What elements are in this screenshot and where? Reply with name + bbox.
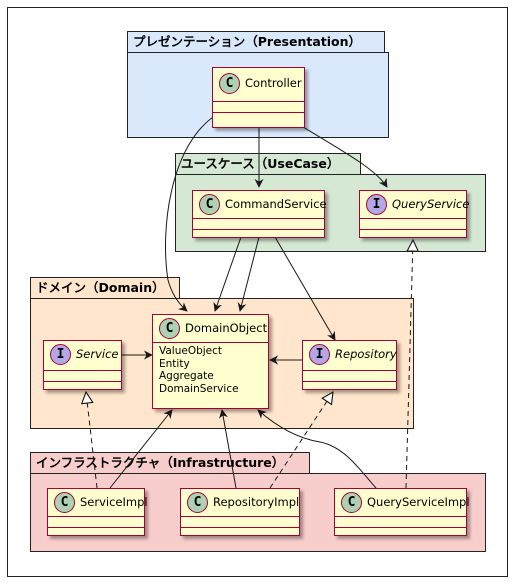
edge-serviceimpl-implements-service <box>86 392 98 489</box>
interface-circle-icon: I <box>309 343 330 365</box>
class-name: ServiceImpl <box>80 495 148 509</box>
class-serviceimpl[interactable]: C ServiceImpl <box>47 488 148 536</box>
interface-service[interactable]: I Service <box>43 340 122 390</box>
interface-circle-icon: I <box>366 193 387 215</box>
interface-name: Repository <box>335 347 397 361</box>
class-name: DomainObject <box>185 321 268 335</box>
edge-queryserviceimpl-domainobject <box>257 409 377 489</box>
edge-commandservice-domainobject-2 <box>237 236 260 312</box>
class-repositoryimpl[interactable]: C RepositoryImpl <box>180 488 300 536</box>
class-circle-icon: C <box>54 491 75 513</box>
class-commandservice[interactable]: C CommandService <box>192 190 327 238</box>
interface-name: Service <box>76 347 119 361</box>
attribute: Entity <box>159 357 190 370</box>
class-name: QueryServiceImpl <box>367 495 470 509</box>
edge-repositoryimpl-implements-repository <box>269 392 333 489</box>
class-circle-icon: C <box>159 317 180 339</box>
edge-commandservice-domainobject-1 <box>213 236 242 312</box>
class-circle-icon: C <box>219 72 240 94</box>
domainobject-attributes: ValueObject Entity Aggregate DomainServi… <box>153 345 268 395</box>
attribute: Aggregate <box>159 370 214 382</box>
interface-queryservice[interactable]: I QueryService <box>359 190 470 238</box>
class-name: CommandService <box>225 197 327 211</box>
edge-controller-queryservice <box>299 124 388 188</box>
class-controller[interactable]: C Controller <box>212 67 305 128</box>
edge-queryserviceimpl-implements-queryservice <box>405 240 413 489</box>
attribute: ValueObject <box>159 345 223 357</box>
interface-repository[interactable]: I Repository <box>302 340 397 390</box>
class-circle-icon: C <box>341 491 362 513</box>
attribute: DomainService <box>159 382 239 395</box>
package-tab-presentation: プレゼンテーション（Presentation） <box>127 31 385 53</box>
package-tab-infrastructure: インフラストラクチャ（Infrastructure） <box>30 452 310 474</box>
edge-commandservice-repository <box>274 236 336 341</box>
class-queryserviceimpl[interactable]: C QueryServiceImpl <box>334 488 470 536</box>
interface-name: QueryService <box>392 197 470 211</box>
class-domainobject[interactable]: C DomainObject ValueObject Entity Aggreg… <box>152 314 269 409</box>
class-circle-icon: C <box>187 491 208 513</box>
class-name: RepositoryImpl <box>213 495 300 509</box>
edge-serviceimpl-domainobject <box>109 409 173 489</box>
package-tab-usecase: ユースケース（UseCase） <box>175 153 361 175</box>
edge-controller-domainobject <box>165 114 217 312</box>
edge-repositoryimpl-domainobject <box>219 409 237 489</box>
interface-circle-icon: I <box>50 343 71 365</box>
class-circle-icon: C <box>199 193 220 215</box>
class-name: Controller <box>245 76 302 90</box>
